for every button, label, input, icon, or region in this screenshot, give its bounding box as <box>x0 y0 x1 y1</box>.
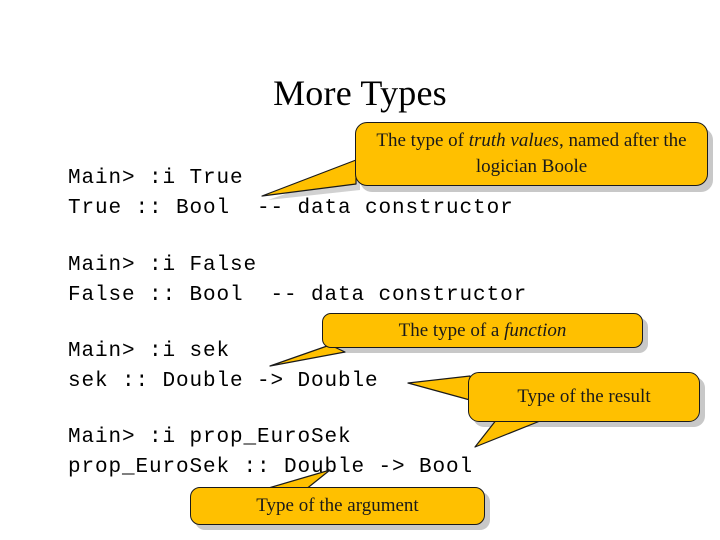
callout-truth-values: The type of truth values, named after th… <box>355 122 708 186</box>
callout-result-type: Type of the result <box>468 372 700 422</box>
console-line: sek :: Double -> Double <box>68 370 379 393</box>
console-line: Main> :i sek <box>68 340 231 363</box>
console-line: True :: Bool -- data constructor <box>68 197 514 220</box>
console-line: False :: Bool -- data constructor <box>68 284 528 307</box>
callout-text: The type of a function <box>398 320 567 341</box>
console-line: Main> :i False <box>68 254 258 277</box>
console-line: prop_EuroSek :: Double -> Bool <box>68 456 474 479</box>
callout-text: The type of truth values, named after th… <box>376 130 692 177</box>
console-line: Main> :i prop_EuroSek <box>68 426 352 449</box>
callout-text: Type of the argument <box>256 495 419 516</box>
console-line: Main> :i True <box>68 167 244 190</box>
callout-text: Type of the result <box>517 386 651 407</box>
page-title: More Types <box>273 73 447 113</box>
callout-function-type: The type of a function <box>322 313 643 348</box>
callout-argument-type: Type of the argument <box>190 487 485 525</box>
